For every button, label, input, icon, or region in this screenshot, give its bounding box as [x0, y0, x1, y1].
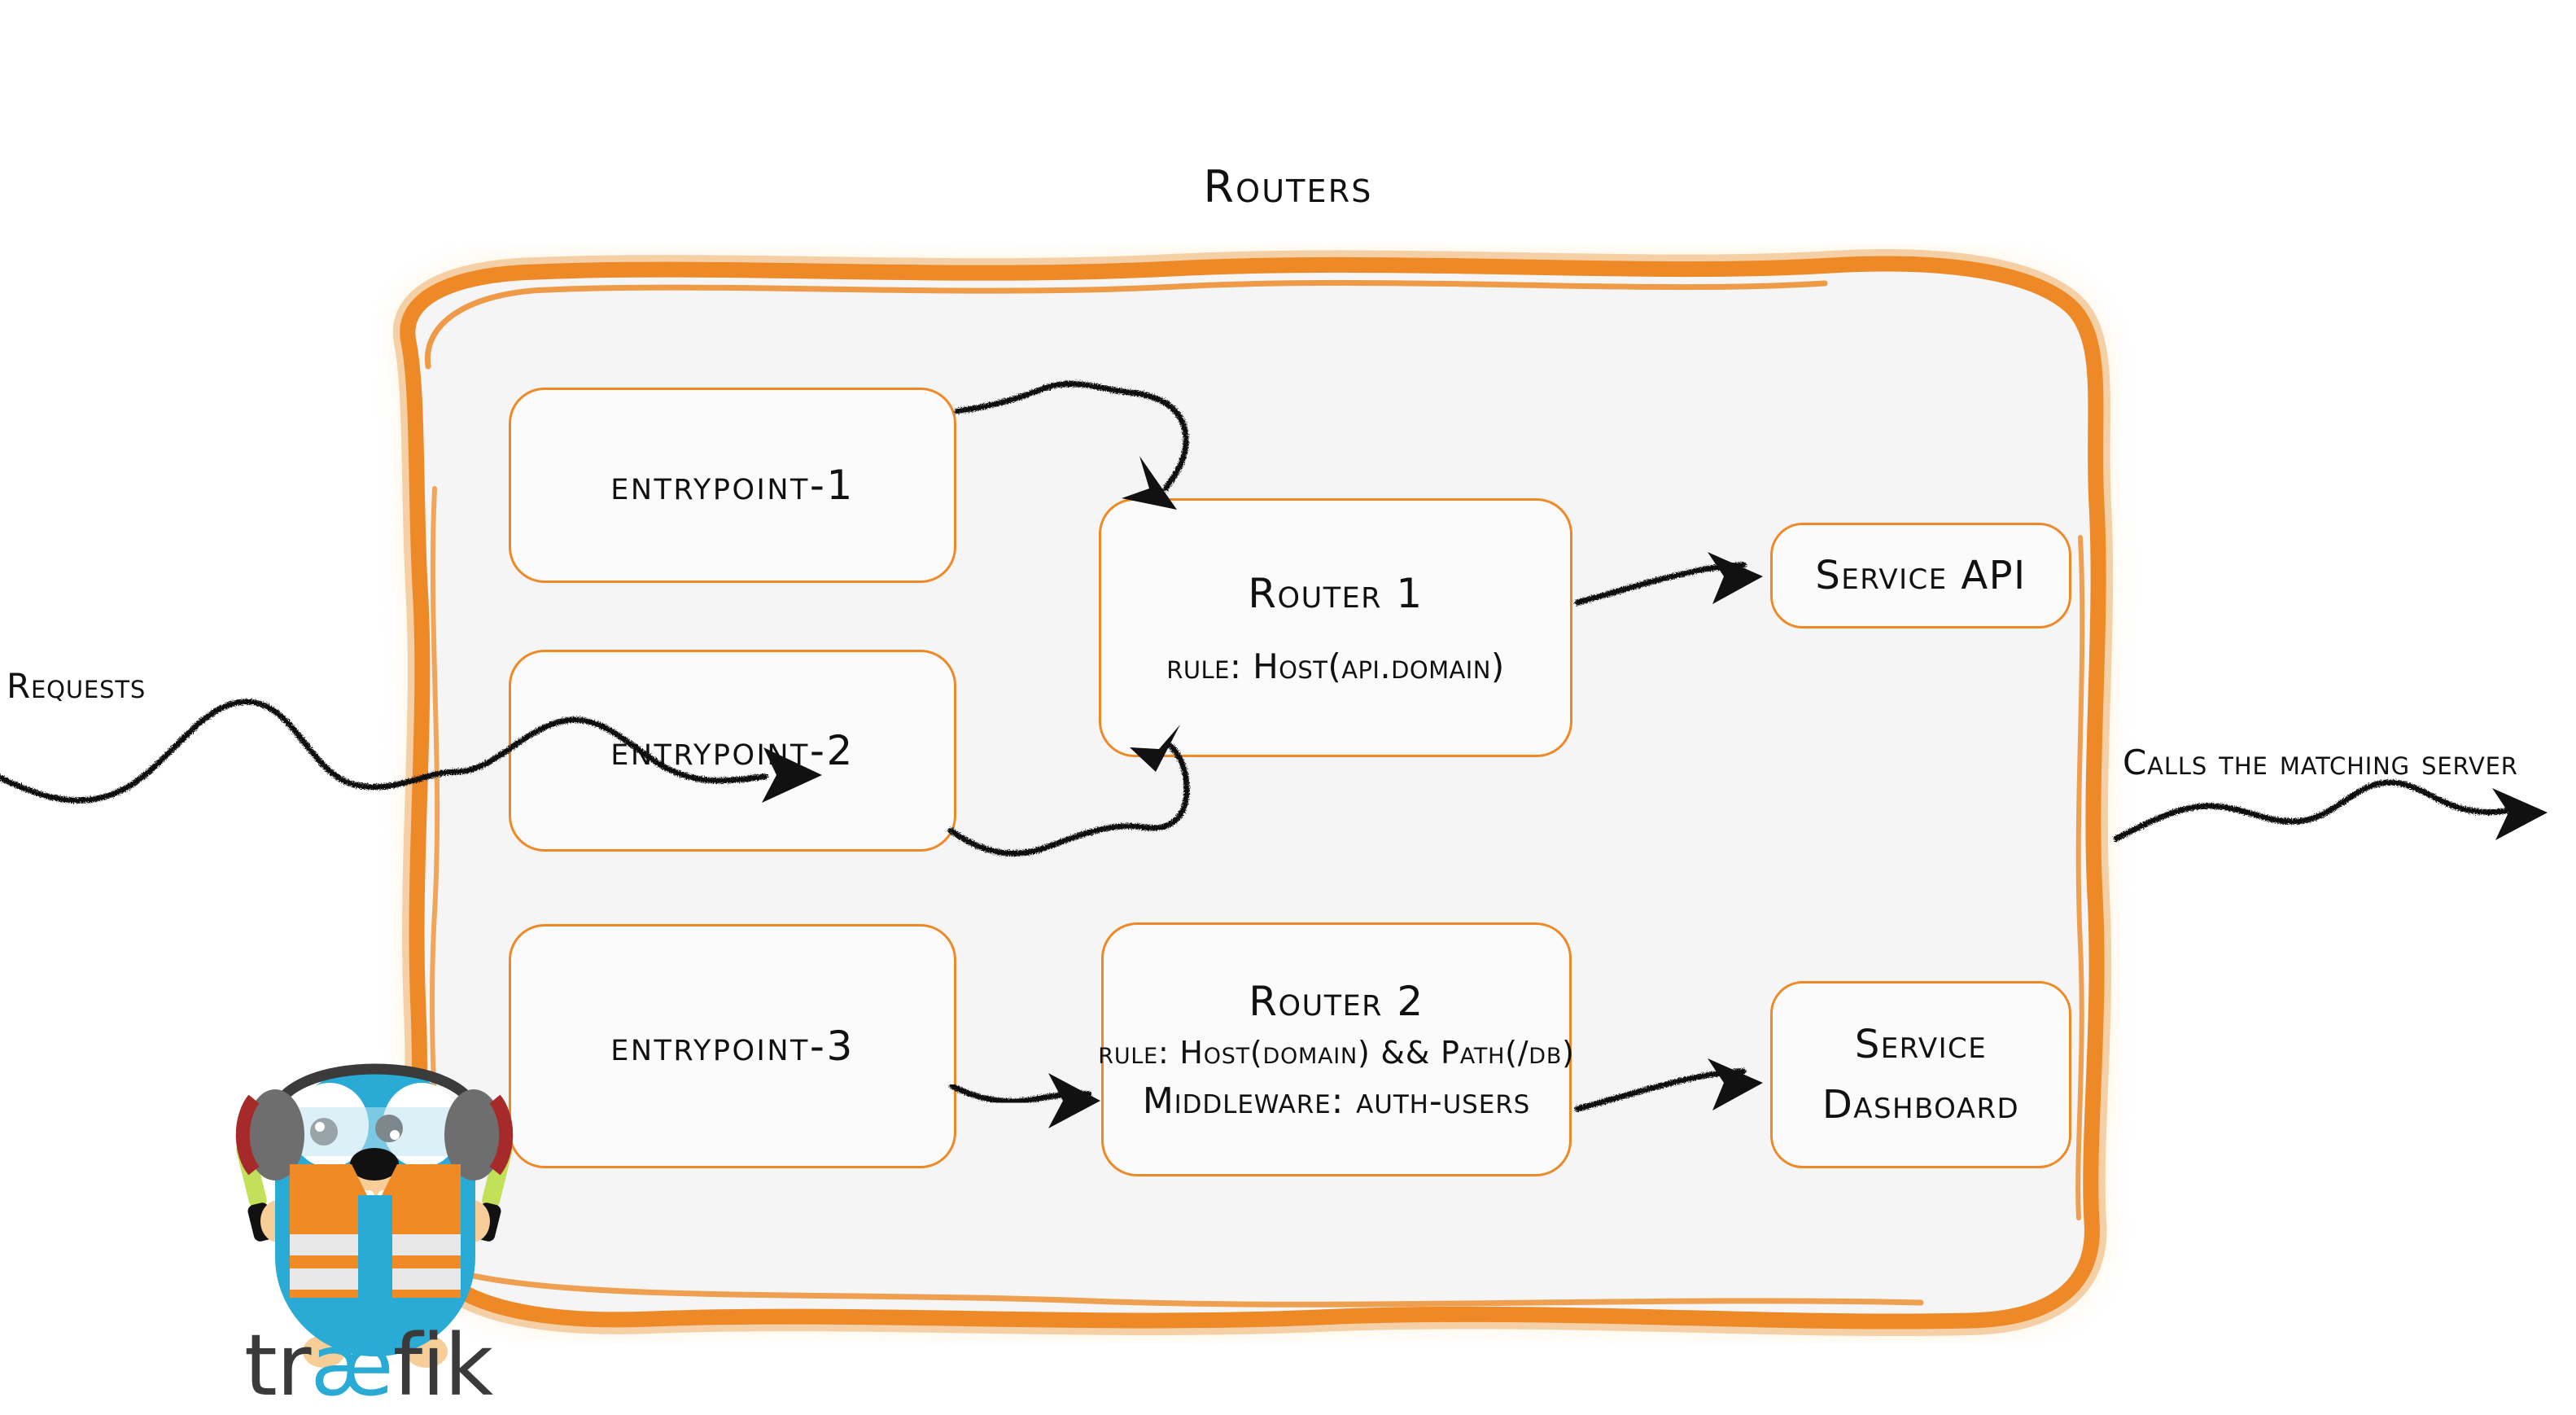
entrypoint-1-box[interactable]: entrypoint-1 [509, 388, 956, 583]
calls-matching-server-label: Calls the matching server [2123, 743, 2518, 782]
traefik-gopher-mascot [235, 1063, 514, 1368]
router-2-rule: rule: Host(domain) && Path(/db) [1098, 1034, 1575, 1071]
arrow-entrypoint1-to-router1 [954, 381, 1189, 492]
arrow-entrypoint2-to-router1 [947, 743, 1190, 856]
service-dashboard-box[interactable]: Service Dashboard [1770, 981, 2071, 1168]
entrypoint-3-box[interactable]: entrypoint-3 [509, 924, 956, 1168]
page-title: Routers [1203, 161, 1373, 212]
nose [350, 1148, 399, 1181]
arrow-calls-head [2492, 788, 2548, 840]
entrypoint-1-label: entrypoint-1 [610, 462, 855, 509]
arrow-entrypoint3-to-router2 [949, 1083, 1092, 1105]
service-api-box[interactable]: Service API [1770, 523, 2071, 629]
arrow-entrypoint3-head [1048, 1073, 1100, 1128]
entrypoint-2-box[interactable]: entrypoint-2 [509, 650, 956, 852]
arrow-router2-to-service-dashboard [1574, 1068, 1747, 1112]
requests-label: Requests [7, 666, 147, 706]
router-1-title: Router 1 [1248, 569, 1424, 617]
wordmark-part-1: tr [244, 1316, 312, 1415]
pupil-right [375, 1115, 403, 1142]
router-1-rule: rule: Host(api.domain) [1166, 646, 1505, 686]
headphone-ear-left [235, 1089, 304, 1181]
service-dashboard-label-line1: Service [1854, 1022, 1988, 1067]
service-dashboard-label-line2: Dashboard [1822, 1082, 2020, 1128]
wordmark-part-2: fik [392, 1316, 494, 1415]
router-2-box[interactable]: Router 2 rule: Host(domain) && Path(/db)… [1098, 922, 1575, 1176]
arrow-router1-head [1708, 552, 1763, 604]
arrow-router1-to-service-api [1574, 562, 1747, 606]
pupil-left [310, 1118, 338, 1146]
entrypoint-2-label: entrypoint-2 [610, 727, 855, 774]
router-1-box[interactable]: Router 1 rule: Host(api.domain) [1099, 498, 1572, 757]
arrow-calls-matching-server [2113, 779, 2518, 842]
arrow-router2-head [1708, 1058, 1763, 1111]
router-2-middleware: Middleware: auth-users [1142, 1080, 1531, 1122]
service-api-label: Service API [1815, 553, 2027, 598]
entrypoint-3-label: entrypoint-3 [610, 1023, 855, 1070]
wordmark-ae-ligature: æ [310, 1316, 393, 1415]
traefik-wordmark: træfik [244, 1323, 493, 1408]
headphone-ear-right [444, 1089, 514, 1181]
router-2-title: Router 2 [1249, 977, 1424, 1025]
